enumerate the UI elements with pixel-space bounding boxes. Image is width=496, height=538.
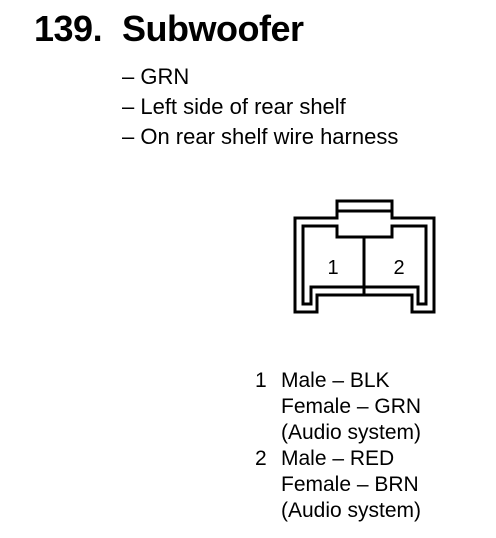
- pinout-list: 1 Male – BLK Female – GRN (Audio system)…: [255, 368, 421, 524]
- detail-location: – Left side of rear shelf: [122, 94, 346, 119]
- pin-entry-1: 1 Male – BLK Female – GRN (Audio system): [255, 368, 421, 446]
- pin-number: 2: [255, 447, 267, 470]
- detail-harness: – On rear shelf wire harness: [122, 124, 399, 149]
- pin-number: 1: [255, 369, 267, 392]
- pin-male-wire: Male – BLK: [281, 369, 390, 392]
- cavity-label-1: 1: [327, 257, 338, 279]
- pin-female-wire: Female – GRN: [281, 395, 422, 418]
- connector-face-diagram: 1 2: [293, 199, 436, 314]
- pin-female-wire: Female – BRN: [281, 473, 419, 496]
- pin-system: (Audio system): [281, 499, 422, 522]
- connector-number: 139.: [34, 8, 103, 49]
- pin-male-wire: Male – RED: [281, 447, 395, 470]
- detail-color: – GRN: [122, 64, 190, 89]
- pin-system: (Audio system): [281, 421, 422, 444]
- cavity-label-2: 2: [393, 257, 404, 279]
- connector-heading: 139. Subwoofer: [34, 8, 304, 50]
- connector-inner-outline: [301, 224, 428, 306]
- pin-entry-2: 2 Male – RED Female – BRN (Audio system): [255, 446, 421, 524]
- connector-housing-outline: [293, 199, 436, 314]
- connector-title: Subwoofer: [122, 8, 304, 49]
- connector-details: – GRN – Left side of rear shelf – On rea…: [122, 62, 398, 152]
